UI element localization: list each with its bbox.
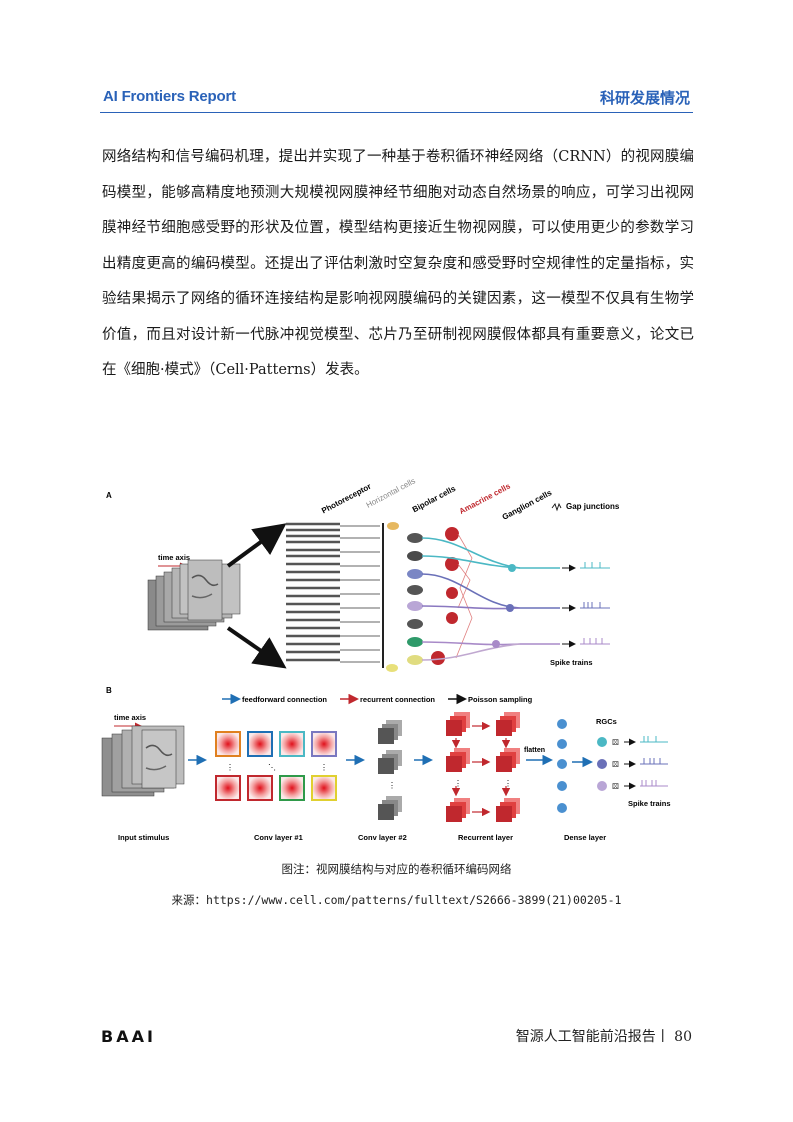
section-title: 科研发展情况 <box>599 89 690 107</box>
svg-text:⋮: ⋮ <box>320 763 328 772</box>
photoreceptor-column <box>286 522 380 663</box>
stage-input-stimulus: Input stimulus <box>118 833 169 842</box>
amacrine-cells <box>431 527 459 665</box>
stage-conv-layer-1: Conv layer #1 <box>254 833 303 842</box>
svg-text:⚄: ⚄ <box>612 738 619 747</box>
ganglion-cells <box>421 537 560 661</box>
spike-trains-label-b: Spike trains <box>628 799 671 808</box>
legend: feedforward connection recurrent connect… <box>222 693 533 705</box>
time-axis-label-a: time axis <box>158 553 190 562</box>
baai-logo: BAAI <box>101 1027 156 1046</box>
svg-text:⚄: ⚄ <box>612 782 619 791</box>
figure: A time axis <box>100 468 700 853</box>
svg-text:⋮: ⋮ <box>504 779 512 788</box>
gap-junctions-label: Gap junctions <box>566 502 620 511</box>
legend-poisson: Poisson sampling <box>468 695 533 704</box>
svg-text:⚄: ⚄ <box>612 760 619 769</box>
stimulus-frames-a <box>147 559 241 631</box>
label-ganglion-cells: Ganglion cells <box>501 488 554 522</box>
figure-source: 来源：https://www.cell.com/patterns/fulltex… <box>171 893 622 907</box>
report-title: AI Frontiers Report <box>103 88 236 105</box>
retina-diagram: A time axis <box>101 476 671 842</box>
svg-text:⋱: ⋱ <box>268 763 276 772</box>
stage-conv-layer-2: Conv layer #2 <box>358 833 407 842</box>
time-axis-label-b: time axis <box>114 713 146 722</box>
label-bipolar-cells: Bipolar cells <box>411 484 458 515</box>
svg-text:⋮: ⋮ <box>388 781 396 790</box>
header-rule <box>100 112 693 113</box>
stage-dense-layer: Dense layer <box>564 833 606 842</box>
rgcs-label: RGCs <box>596 717 617 726</box>
recurrent-layer: ⋮ ⋮ <box>446 712 520 822</box>
label-photoreceptor: Photoreceptor <box>320 482 372 516</box>
body-paragraph: 网络结构和信号编码机理，提出并实现了一种基于卷积循环神经网络（CRNN）的视网膜… <box>102 149 694 378</box>
footer-report-page: 智源人工智能前沿报告丨 80 <box>515 1029 692 1045</box>
horizontal-cells <box>386 522 399 672</box>
rgc-outputs: ⚄ ⚄ ⚄ <box>597 736 668 791</box>
spike-trains-label-a: Spike trains <box>550 658 593 667</box>
conv-layer-1: ⋮ ⋱ ⋮ <box>215 731 337 801</box>
label-horizontal-cells: Horizontal cells <box>365 476 417 509</box>
legend-recurrent: recurrent connection <box>360 695 435 704</box>
stage-recurrent-layer: Recurrent layer <box>458 833 513 842</box>
svg-text:⋮: ⋮ <box>454 779 462 788</box>
panel-a-label: A <box>106 491 112 500</box>
spike-trains-a <box>562 562 610 648</box>
bipolar-cells <box>407 533 423 665</box>
flatten-label: flatten <box>524 747 545 754</box>
svg-text:⋮: ⋮ <box>226 763 234 772</box>
panel-b-label: B <box>106 686 112 695</box>
legend-feedforward: feedforward connection <box>242 695 327 704</box>
figure-caption: 图注：视网膜结构与对应的卷积循环编码网络 <box>281 862 512 876</box>
label-amacrine-cells: Amacrine cells <box>458 481 513 516</box>
conv-layer-2: ⋮ <box>378 720 402 820</box>
input-stimulus-frames <box>101 725 185 797</box>
dense-layer <box>557 719 567 813</box>
